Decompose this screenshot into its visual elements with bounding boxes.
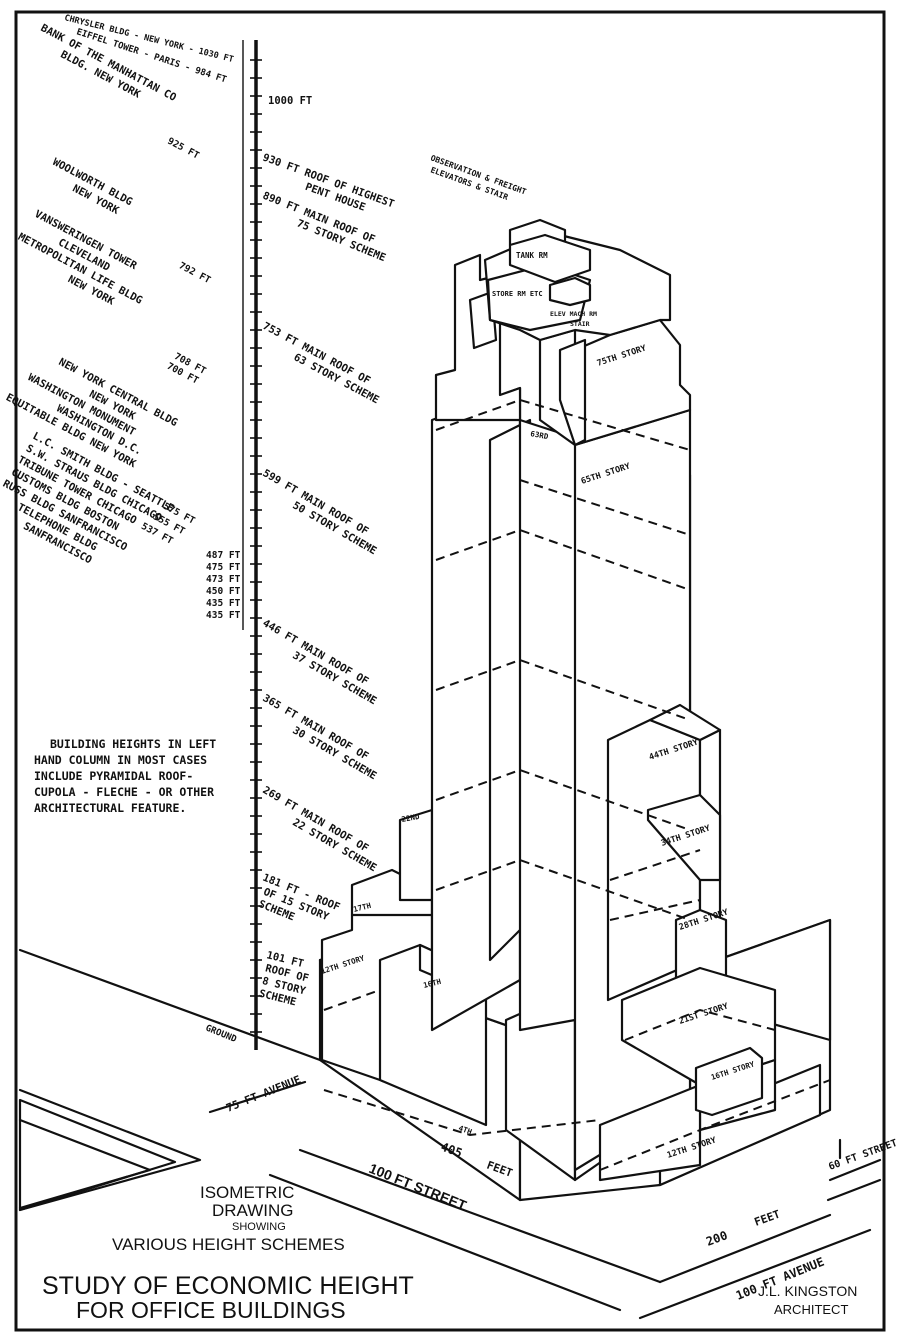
building-list: CHRYSLER BLDG - NEW YORK - 1030 FT EIFFE…	[1, 13, 241, 621]
dim-200-label: 200	[704, 1228, 729, 1249]
svg-text:365 FT MAIN ROOF OF: 365 FT MAIN ROOF OF	[261, 692, 371, 762]
smith-label: L.C. SMITH BLDG - SEATTLE S.W. STRAUS BL…	[1, 430, 176, 566]
ground-label: GROUND	[204, 1024, 238, 1046]
vanswer-label: VANSWERINGEN TOWER CLEVELAND METROPOLITA…	[16, 208, 208, 387]
scheme-101: 101 FT ROOF OF 8 STORY SCHEME	[258, 949, 310, 1008]
smith-heights: 487 FT 475 FT 473 FT 450 FT 435 FT 435 F…	[206, 550, 241, 621]
sheet-border	[14, 10, 886, 1332]
elev-room-label: ELEV MACH RM	[550, 310, 597, 318]
svg-text:925 FT: 925 FT	[165, 136, 201, 162]
svg-text:473 FT: 473 FT	[206, 574, 241, 585]
scheme-599: 599 FT MAIN ROOF OF 50 STORY SCHEME	[261, 467, 379, 557]
svg-text:753 FT MAIN ROOF OF: 753 FT MAIN ROOF OF	[261, 320, 373, 387]
height-scale	[242, 40, 262, 1050]
svg-text:ARCHITECTURAL FEATURE.: ARCHITECTURAL FEATURE.	[34, 801, 186, 815]
scheme-269: 269 FT MAIN ROOF OF 22 STORY SCHEME	[261, 784, 379, 874]
store-room-label: STORE RM ETC	[492, 290, 543, 298]
svg-text:CUPOLA - FLECHE - OR OTHER: CUPOLA - FLECHE - OR OTHER	[34, 785, 214, 799]
title-line-1: STUDY OF ECONOMIC HEIGHT	[42, 1272, 414, 1300]
streets	[18, 948, 882, 1320]
svg-text:446 FT MAIN ROOF OF: 446 FT MAIN ROOF OF	[261, 617, 371, 687]
signature-name: J.L. KINGSTON	[758, 1283, 857, 1299]
tank-room-label: TANK RM	[516, 251, 548, 260]
svg-text:475 FT: 475 FT	[206, 562, 241, 573]
caption-line-4: VARIOUS HEIGHT SCHEMES	[112, 1235, 345, 1254]
story-16b: 16TH	[422, 977, 442, 990]
svg-text:BUILDING HEIGHTS IN LEFT: BUILDING HEIGHTS IN LEFT	[50, 737, 216, 751]
svg-text:435 FT: 435 FT	[206, 610, 241, 621]
svg-text:INCLUDE PYRAMIDAL ROOF-: INCLUDE PYRAMIDAL ROOF-	[34, 769, 193, 783]
scheme-446: 446 FT MAIN ROOF OF 37 STORY SCHEME	[261, 617, 379, 707]
caption: ISOMETRIC DRAWING SHOWING VARIOUS HEIGHT…	[42, 1183, 414, 1323]
scheme-930: 930 FT ROOF OF HIGHEST PENT HOUSE	[261, 152, 396, 214]
svg-text:435 FT: 435 FT	[206, 598, 241, 609]
signature: J.L. KINGSTON ARCHITECT	[758, 1283, 857, 1317]
caption-line-3: SHOWING	[232, 1221, 286, 1233]
scale-1000-label: 1000 FT	[268, 95, 312, 107]
story-63: 63RD	[530, 429, 550, 441]
skyscraper	[318, 218, 832, 1202]
svg-text:HAND COLUMN IN MOST CASES: HAND COLUMN IN MOST CASES	[34, 753, 207, 767]
dim-405-label: 405	[439, 1140, 464, 1161]
scheme-753: 753 FT MAIN ROOF OF 63 STORY SCHEME	[261, 320, 381, 406]
svg-text:792 FT: 792 FT	[177, 260, 213, 286]
street-100-label: 100 FT STREET	[367, 1160, 469, 1214]
signature-role: ARCHITECT	[774, 1302, 848, 1317]
svg-text:487 FT: 487 FT	[206, 550, 241, 561]
caption-line-1: ISOMETRIC	[200, 1183, 294, 1202]
note-block: BUILDING HEIGHTS IN LEFT HAND COLUMN IN …	[34, 737, 216, 815]
title-line-2: FOR OFFICE BUILDINGS	[76, 1297, 346, 1323]
svg-text:599 FT MAIN ROOF OF: 599 FT MAIN ROOF OF	[261, 467, 371, 537]
story-22: 22ND	[401, 812, 421, 824]
scheme-181: 181 FT - ROOF OF 15 STORY SCHEME	[257, 872, 342, 924]
stair-label: STAIR	[570, 320, 590, 328]
caption-line-2: DRAWING	[212, 1201, 294, 1220]
svg-text:450 FT: 450 FT	[206, 586, 241, 597]
svg-text:269 FT MAIN ROOF OF: 269 FT MAIN ROOF OF	[261, 784, 371, 854]
dim-200-feet: FEET	[753, 1207, 783, 1228]
avenue-75-label: 75 FT AVENUE	[224, 1073, 303, 1115]
story-17: 17TH	[352, 901, 372, 914]
scheme-365: 365 FT MAIN ROOF OF 30 STORY SCHEME	[261, 692, 379, 782]
